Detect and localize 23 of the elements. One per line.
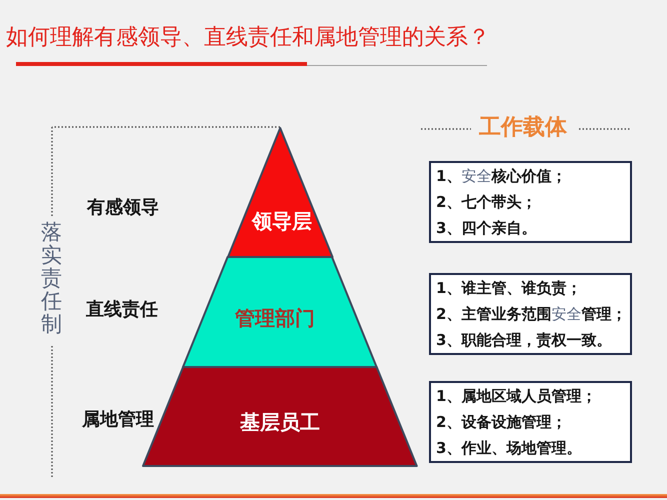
tier-label: 管理部门: [234, 305, 315, 331]
list-item: 3、作业、场地管理。: [436, 438, 582, 459]
row-label: 有感领导: [86, 196, 160, 220]
title: 如何理解有感领导、直线责任和属地管理的关系？: [6, 24, 490, 52]
tier-label: 领导层: [252, 208, 312, 234]
list-item: 2、设备设施管理；: [436, 412, 568, 433]
section-heading: 工作载体: [478, 114, 568, 142]
text-box: [429, 273, 632, 355]
list-item: 2、七个带头；: [436, 192, 538, 213]
list-item: 3、四个亲自。: [436, 218, 538, 239]
list-item: 1、属地区域人员管理；: [436, 386, 598, 407]
pyramid-tier: [181, 255, 379, 369]
list-item: 2、主管业务范围安全管理；: [436, 304, 625, 325]
row-label: 属地管理: [80, 408, 155, 432]
text-box: [429, 161, 632, 243]
tier-label: 基层员工: [240, 409, 320, 435]
text-box: [429, 381, 632, 463]
row-label: 直线责任: [85, 298, 159, 322]
list-item: 3、职能合理，责权一致。: [436, 330, 612, 351]
list-item: 1、安全核心价值；: [436, 166, 568, 187]
pyramid-tier: [226, 126, 334, 259]
vertical-label: 落实责任制: [41, 221, 62, 336]
list-item: 1、谁主管、谁负责；: [436, 278, 582, 299]
